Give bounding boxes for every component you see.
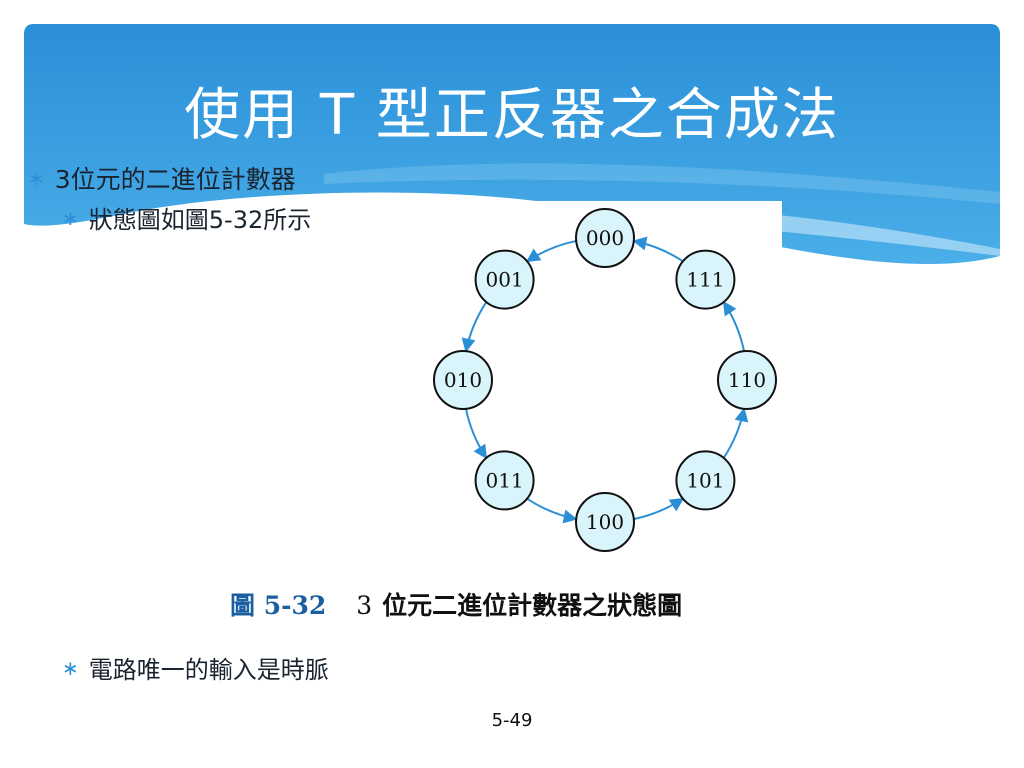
state-node-001: 001 (474, 249, 535, 310)
bullet-text: 狀態圖如圖5-32所示 (88, 206, 312, 234)
state-node-011: 011 (474, 450, 535, 511)
page-number: 5-49 (491, 710, 533, 731)
figure-number: 圖 5-32 (230, 591, 327, 620)
state-circle (433, 350, 493, 410)
state-circle (575, 492, 635, 552)
sub-bullet-item: ∗ 電路唯一的輸入是時脈 (62, 650, 329, 685)
transition-arrow-100-101 (633, 497, 685, 521)
transition-arrow-111-000 (632, 236, 684, 263)
transition-arrow-011-100 (526, 497, 578, 524)
state-diagram: 000 111 110 101 100 011 010 001 (433, 208, 777, 552)
state-node-111: 111 (675, 249, 736, 310)
bullet-text: 電路唯一的輸入是時脈 (88, 656, 329, 684)
state-circle (474, 450, 535, 511)
state-label: 111 (686, 268, 724, 292)
state-circle (675, 450, 736, 511)
state-label: 100 (586, 510, 624, 534)
state-label: 110 (728, 368, 766, 392)
state-label: 000 (586, 226, 624, 250)
transition-arrow-000-001 (525, 239, 577, 263)
bullet-marker: ∗ (28, 166, 45, 190)
bullet-marker: ∗ (62, 655, 79, 680)
transition-arrow-010-011 (464, 408, 488, 460)
transition-arrow-001-010 (461, 301, 488, 353)
state-node-101: 101 (675, 450, 736, 511)
state-circle (717, 350, 777, 410)
transition-arrow-110-111 (722, 300, 746, 352)
state-label: 101 (686, 468, 724, 492)
state-node-000: 000 (575, 208, 635, 268)
sub-bullet-item: ∗ 狀態圖如圖5-32所示 (62, 200, 311, 235)
caption-text: 位元二進位計數器之狀態圖 (382, 591, 683, 620)
caption-number: 3 (356, 591, 373, 620)
bullet-marker: ∗ (62, 205, 79, 230)
state-node-110: 110 (717, 350, 777, 410)
slide-title: 使用 T 型正反器之合成法 (184, 83, 840, 148)
bullet-text: 3位元的二進位計數器 (54, 165, 296, 194)
state-label: 011 (485, 468, 523, 492)
state-label: 001 (485, 268, 523, 292)
state-circle (675, 249, 736, 310)
transition-arrow-101-110 (722, 407, 749, 459)
state-label: 010 (444, 368, 482, 392)
state-circle (474, 249, 535, 310)
state-circle (575, 208, 635, 268)
state-node-010: 010 (433, 350, 493, 410)
bullet-item: ∗ 3位元的二進位計數器 (28, 160, 296, 196)
state-node-100: 100 (575, 492, 635, 552)
figure-caption: 圖 5-32 3 位元二進位計數器之狀態圖 (230, 586, 682, 622)
